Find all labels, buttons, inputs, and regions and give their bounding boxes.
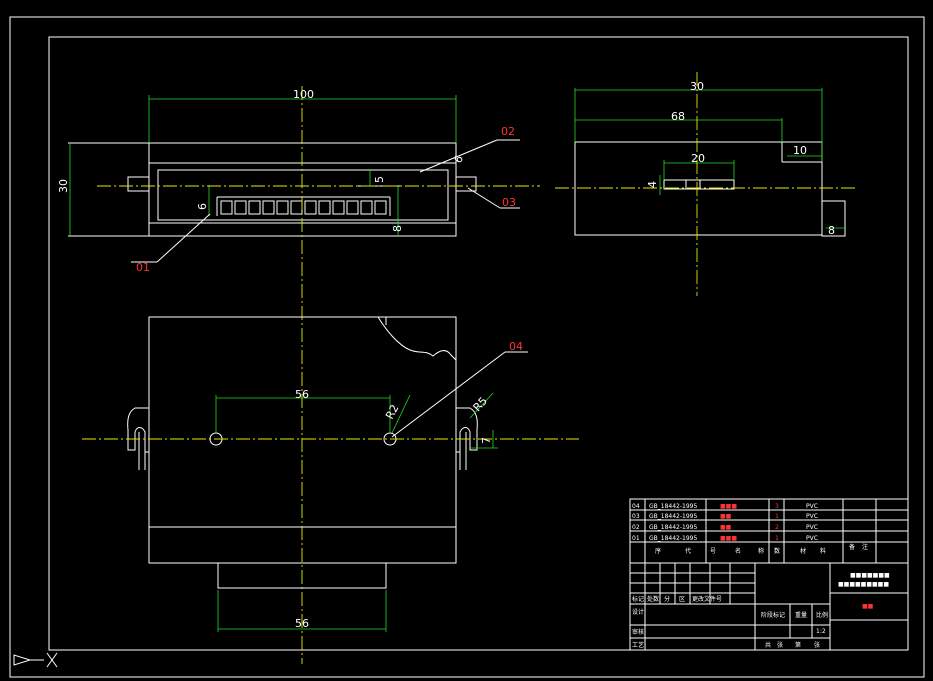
- tb-header-name-b: 称: [758, 547, 764, 555]
- dim-front-small-b: 5: [373, 176, 386, 183]
- top-left-clip: [127, 407, 149, 453]
- dim-front-height: 30: [57, 179, 70, 193]
- tb-part-std: GB_18442-1995: [649, 503, 697, 510]
- tb-drawing-title: ■■■■■■■■■: [838, 581, 889, 588]
- tb-row-review: 审核: [632, 628, 644, 636]
- dim-side-small: 4: [646, 181, 659, 188]
- part-label-02: 02: [501, 125, 515, 138]
- tb-header-note-b: 注: [862, 543, 868, 551]
- dim-side-bottom: 8: [828, 224, 835, 237]
- tb-drawing-name: ■■: [862, 603, 874, 610]
- front-cell-row: [220, 200, 387, 215]
- front-lip: [148, 162, 457, 224]
- tb-part-no: 04: [632, 503, 640, 510]
- top-break-line: [377, 316, 457, 362]
- tb-sign-count: 处数: [647, 595, 659, 603]
- tb-sheets-this-b: 张: [814, 641, 820, 649]
- tb-part-std: GB_18442-1995: [649, 513, 697, 520]
- tb-part-qty: 1: [775, 513, 779, 520]
- tb-part-std: GB_18442-1995: [649, 535, 697, 542]
- tb-row-process: 工艺: [632, 641, 644, 649]
- tb-part-material: PVC: [806, 535, 818, 542]
- dim-side-mid: 20: [691, 152, 705, 165]
- tb-part-qty: 1: [775, 535, 779, 542]
- tb-sheets-total-b: 张: [777, 641, 783, 649]
- tb-sign-zone: 区: [679, 596, 685, 603]
- outer-sheet-border: [9, 16, 925, 678]
- tb-header-note-a: 备: [849, 543, 855, 551]
- part-label-01: 01: [136, 261, 150, 274]
- front-inner-slot: [157, 169, 449, 221]
- dim-side-inner: 68: [671, 110, 685, 123]
- tb-sign-part: 分: [664, 595, 670, 603]
- front-outer-body: [148, 142, 457, 237]
- dim-top-hole-spacing: 56: [295, 388, 309, 401]
- tb-part-material: PVC: [806, 513, 818, 520]
- side-inner-block: [663, 179, 735, 190]
- part-label-04: 04: [509, 340, 523, 353]
- tb-part-std: GB_18442-1995: [649, 524, 697, 531]
- tb-header-material-b: 料: [820, 547, 826, 555]
- dim-top-radius-a: R2: [383, 402, 401, 421]
- top-view: [82, 316, 579, 632]
- tb-scale: 1:2: [816, 628, 826, 635]
- ucs-icon: [13, 652, 58, 668]
- tb-part-qty: 3: [775, 503, 779, 510]
- tb-stage-mark: 阶段标记: [761, 611, 785, 619]
- dim-top-bottom-width: 56: [295, 617, 309, 630]
- dim-front-small-a: 6: [196, 203, 209, 210]
- dim-front-small-d: 8: [391, 225, 404, 232]
- tb-part-no: 01: [632, 535, 640, 542]
- tb-sign-change: 更改文件号: [692, 595, 722, 603]
- tb-part-name: ■■■: [720, 503, 737, 510]
- dim-front-small-c: 6: [451, 153, 466, 166]
- dim-side-right: 10: [793, 144, 807, 157]
- dim-side-total: 30: [690, 80, 704, 93]
- dim-top-small: 7: [480, 437, 493, 444]
- front-left-tab: [127, 176, 150, 192]
- side-right-tab: [821, 200, 846, 237]
- tb-part-material: PVC: [806, 524, 818, 531]
- tb-part-name: ■■: [720, 513, 732, 520]
- inner-drawing-frame: [48, 36, 909, 651]
- tb-part-no: 02: [632, 524, 640, 531]
- tb-header-name-a: 名: [735, 547, 741, 555]
- dim-front-width: 100: [293, 88, 314, 101]
- tb-stage-scale: 比例: [816, 611, 828, 619]
- part-label-03: 03: [502, 196, 516, 209]
- tb-part-no: 03: [632, 513, 640, 520]
- tb-part-qty: 2: [775, 524, 779, 531]
- top-main-body: [148, 316, 457, 564]
- tb-header-code-b: 号: [710, 548, 716, 555]
- tb-header-material-a: 材: [800, 547, 806, 555]
- tb-sheets-total-a: 共: [765, 641, 771, 649]
- tb-part-name: ■■: [720, 524, 732, 531]
- tb-row-design: 设计: [632, 608, 644, 616]
- top-bottom-boss: [217, 562, 387, 589]
- tb-company: ■■■■■■■: [850, 572, 890, 579]
- tb-stage-weight: 重量: [795, 611, 807, 619]
- front-right-tab: [455, 176, 477, 192]
- tb-sheets-this-a: 第: [795, 641, 801, 649]
- tb-part-material: PVC: [806, 503, 818, 510]
- tb-header-code-a: 代: [685, 547, 691, 555]
- top-right-clip: [456, 407, 478, 453]
- tb-sign-mark: 标记: [632, 595, 644, 603]
- side-view: [555, 72, 858, 296]
- front-view: [68, 86, 540, 664]
- tb-header-no: 序: [655, 547, 661, 555]
- tb-header-qty: 数: [774, 547, 780, 555]
- title-block: [629, 498, 909, 651]
- tb-part-name: ■■■: [720, 535, 737, 542]
